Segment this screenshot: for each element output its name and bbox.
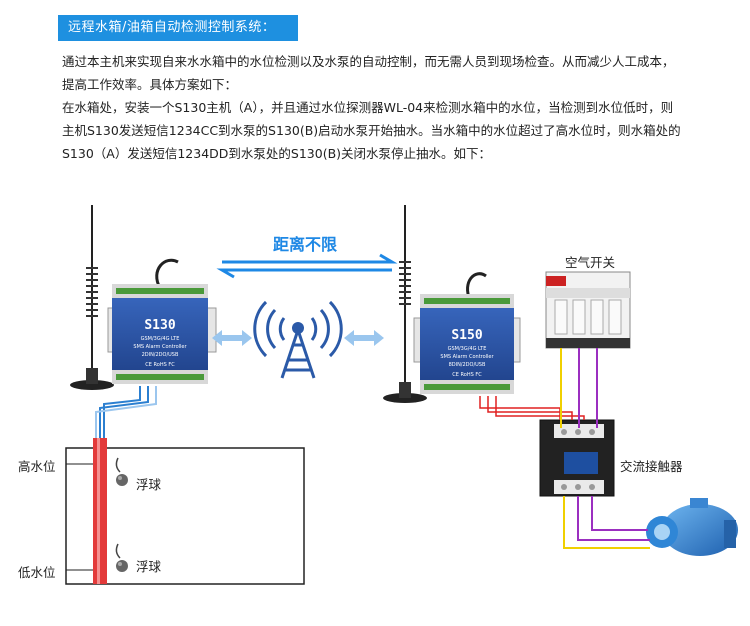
device-a-marks: CE RoHS FC <box>145 362 175 368</box>
intro-line-2: 提高工作效率。具体方案如下： <box>62 77 238 92</box>
float-label-high: 浮球 <box>136 477 162 492</box>
water-tank <box>65 438 305 585</box>
intro-line-3: 在水箱处，安装一个S130主机（A），并且通过水位探测器WL-04来检测水箱中的… <box>62 100 674 115</box>
float-switch-low <box>115 543 128 572</box>
device-b-sub1: GSM/3G/4G LTE <box>448 346 487 352</box>
section-header: 远程水箱/油箱自动检测控制系统： <box>58 15 298 41</box>
device-b-sub3: 8DIN/2DO/USB <box>449 362 486 368</box>
breaker-label: 空气开关 <box>565 255 616 270</box>
distance-arrows: 距离不限 <box>216 235 398 279</box>
antenna-b <box>383 205 427 403</box>
signal-arrows <box>212 330 384 346</box>
intro-line-5: S130（A）发送短信1234DD到水泵处的S130(B)关闭水泵停止抽水。如下… <box>62 146 492 161</box>
sensor-wires <box>95 386 157 440</box>
device-b-marks: CE RoHS FC <box>452 372 482 378</box>
distance-label: 距离不限 <box>273 235 338 254</box>
control-wires <box>479 396 585 420</box>
device-b-model: S150 <box>451 328 482 343</box>
device-a-sub1: GSM/3G/4G LTE <box>141 336 180 342</box>
cell-tower <box>253 300 343 379</box>
float-switch-high <box>115 457 128 486</box>
device-a-model: S130 <box>144 318 175 333</box>
device-a-sub3: 2DIN/2DO/USB <box>142 352 179 358</box>
float-label-low: 浮球 <box>136 559 162 574</box>
air-breaker <box>545 271 631 349</box>
power-wires <box>560 348 650 549</box>
antenna-a <box>70 205 114 390</box>
intro-line-1: 通过本主机来实现自来水水箱中的水位检测以及水泵的自动控制，而无需人员到现场检查。… <box>62 54 675 69</box>
device-a: S130 GSM/3G/4G LTE SMS Alarm Controller … <box>107 258 217 384</box>
ac-contactor <box>539 419 615 497</box>
device-b-sub2: SMS Alarm Controller <box>440 354 494 360</box>
device-b: S150 GSM/3G/4G LTE SMS Alarm Controller … <box>413 272 521 394</box>
contactor-label: 交流接触器 <box>620 459 683 474</box>
intro-line-4: 主机S130发送短信1234CC到水泵的S130(B)启动水泵开始抽水。当水箱中… <box>62 123 681 138</box>
device-a-sub2: SMS Alarm Controller <box>133 344 187 350</box>
low-level-label: 低水位 <box>18 565 56 580</box>
high-level-label: 高水位 <box>18 459 56 474</box>
water-pump <box>646 498 738 556</box>
